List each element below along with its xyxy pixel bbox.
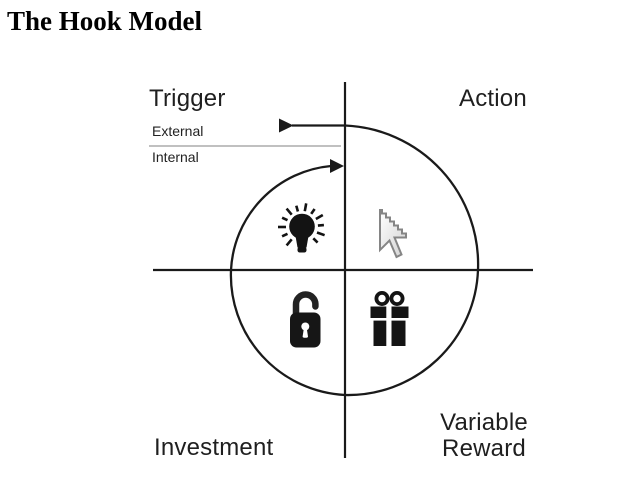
variable-reward-line1: Variable (440, 409, 528, 436)
investment-label: Investment (154, 434, 274, 461)
page-title: The Hook Model (7, 6, 203, 36)
action-label: Action (459, 85, 527, 112)
cycle-entry-arrowhead (279, 118, 294, 133)
hook-cycle-spiral (229, 124, 480, 397)
cycle-end-arrowhead (330, 159, 344, 173)
lightbulb-icon (278, 203, 326, 253)
cursor-icon (379, 209, 407, 259)
internal-trigger-label: Internal (152, 149, 199, 165)
gift-icon (369, 290, 410, 347)
external-trigger-label: External (152, 123, 204, 139)
variable-reward-label: Variable Reward (414, 410, 554, 461)
unlock-icon (290, 291, 321, 348)
trigger-label: Trigger (149, 85, 226, 112)
variable-reward-line2: Reward (442, 434, 526, 462)
